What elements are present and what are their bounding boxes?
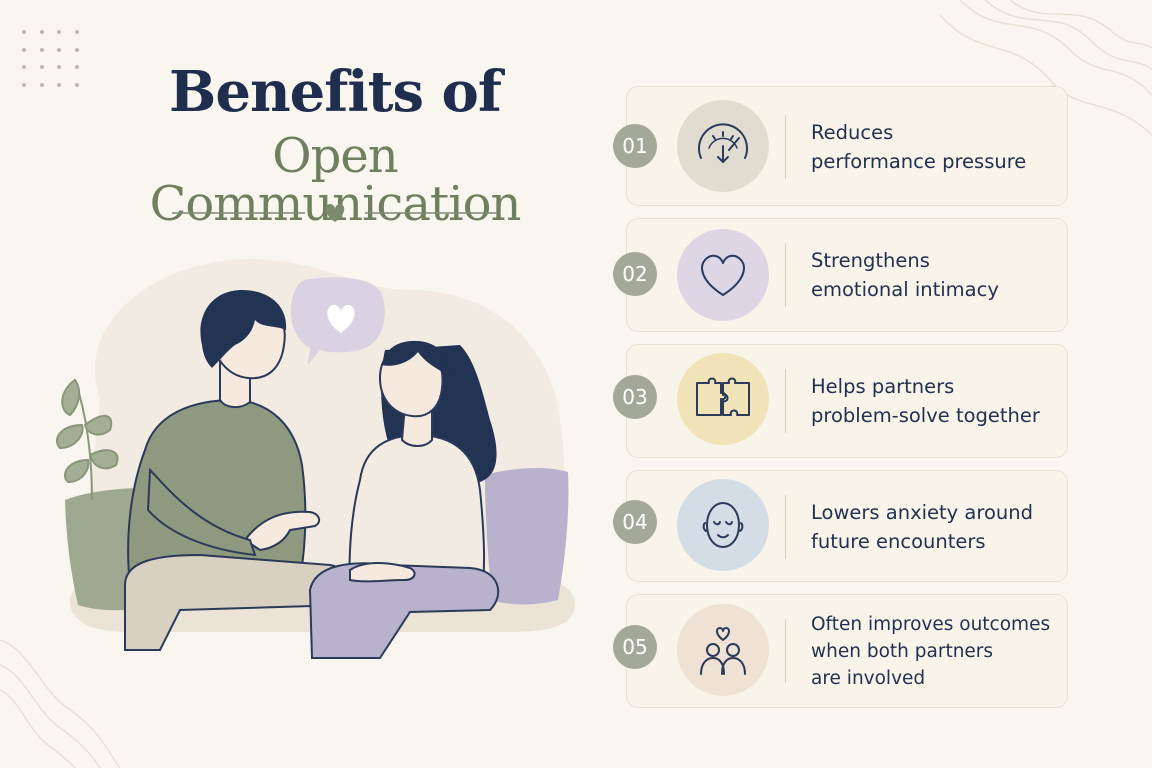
gauge-icon [698,123,748,164]
woman-figure [308,340,500,659]
calm-face-icon [702,501,744,549]
benefit-text: Lowers anxiety around future encounters [811,501,1033,553]
couple-talking-illustration [55,258,575,659]
benefit-icon-circle [677,353,769,445]
benefit-number: 03 [613,375,657,419]
benefit-item-02: 02 Strengthens emotional intimacy [613,218,1068,332]
right-pillow [485,468,569,605]
item-divider [785,115,786,179]
puzzle-icon [696,377,750,416]
page-subtitle: Open Communication [149,128,522,232]
benefit-text: Reduces performance pressure [811,121,1027,173]
benefit-text: Strengthens emotional intimacy [811,249,999,301]
benefit-icon-circle [677,479,769,571]
benefit-number: 05 [613,625,657,669]
benefit-icon-circle [677,604,769,696]
benefit-number: 02 [613,252,657,296]
speech-bubble-heart-icon [327,305,355,333]
divider-heart-icon [325,204,345,222]
page-title: Benefits of [169,59,502,125]
benefit-number: 04 [613,500,657,544]
heart-icon [701,254,745,296]
plant [55,378,119,501]
benefit-text: Often improves outcomes when both partne… [811,614,1051,689]
man-figure [124,290,351,651]
benefit-number: 01 [613,124,657,168]
couple-heart-icon [700,627,746,675]
wave-lines-bottom-left [0,639,121,768]
benefit-icon-circle [677,100,769,192]
speech-bubble [290,277,385,365]
benefit-text: Helps partners problem-solve together [811,375,1040,427]
item-divider [785,619,786,683]
item-divider [785,495,786,559]
title-divider [172,204,498,222]
benefit-item-04: 04 Lowers anxiety around future encounte… [613,470,1068,582]
dot-grid-decoration [22,30,92,100]
benefit-item-05: 05 Often improves outcomes when both par… [613,594,1068,708]
benefit-icon-circle [677,229,769,321]
item-divider [785,243,786,307]
item-divider [785,369,786,433]
benefit-item-01: 01 Reduces performance pressure [613,86,1068,206]
wave-lines-top-right [940,0,1152,136]
benefit-item-03: 03 Helps partners problem-solve together [613,344,1068,458]
